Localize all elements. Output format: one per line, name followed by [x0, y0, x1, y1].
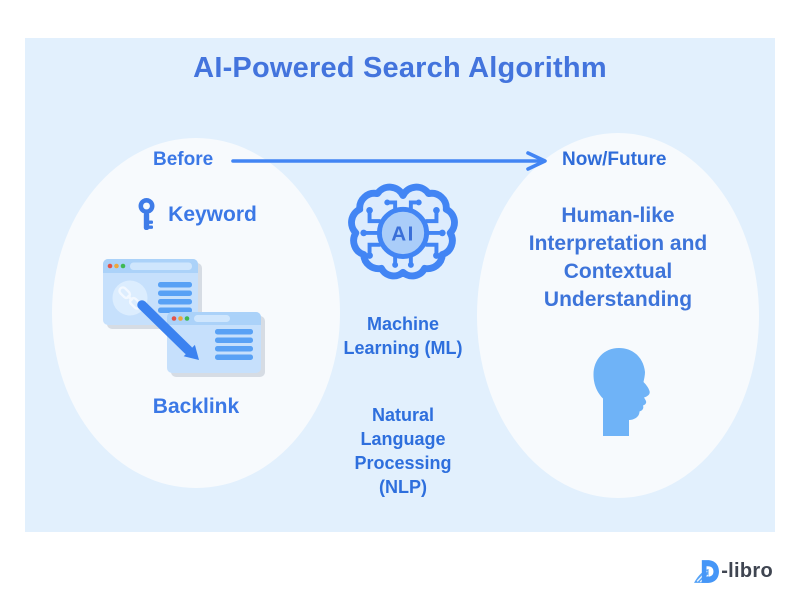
after-label: Now/Future: [562, 149, 667, 170]
page-title: AI-Powered Search Algorithm: [25, 52, 775, 85]
text-lines: [158, 282, 192, 313]
backlink-browser-windows-illustration: [103, 259, 265, 377]
circuit-traces: [364, 200, 442, 265]
key-icon: [138, 198, 155, 230]
circuit-nodes: [360, 199, 446, 268]
traffic-dot-green: [120, 263, 126, 269]
backlink-arrow-icon: [137, 300, 199, 360]
address-bar: [130, 262, 192, 270]
ai-brain-circuit-icon: AI: [348, 183, 458, 280]
human-head-profile-icon: [593, 348, 650, 436]
title-prefix: AI-Powered: [193, 52, 355, 84]
traffic-dot-yellow: [178, 316, 183, 321]
address-bar: [194, 315, 230, 322]
ai-badge-circle: [376, 206, 430, 259]
browser-window-front: [167, 312, 265, 377]
traffic-dot-green: [184, 316, 190, 321]
browser-window-back: [103, 259, 202, 329]
text-lines: [215, 329, 253, 360]
after-ellipse: [477, 133, 759, 498]
title-emphasis: Search Algorithm: [362, 52, 607, 84]
traffic-dot-yellow: [114, 263, 119, 269]
keyword-item: Keyword: [52, 198, 340, 231]
traffic-dot-red: [107, 263, 113, 269]
d-libro-logo-icon: [694, 559, 720, 583]
nlp-label: Natural Language Processing (NLP): [354, 405, 452, 497]
before-label: Before: [153, 149, 214, 170]
right-arrow-icon: [231, 151, 547, 171]
traffic-dot-red: [171, 316, 177, 321]
keyword-label: Keyword: [168, 202, 257, 226]
after-description: Human-like Interpretation and Contextual…: [528, 204, 708, 311]
brand-logo: -libro: [693, 556, 773, 586]
machine-learning-label: Machine Learning (ML): [343, 314, 463, 358]
backlink-label: Backlink: [152, 395, 240, 418]
brand-name: -libro: [721, 559, 773, 582]
ai-badge-label: AI: [391, 222, 415, 245]
